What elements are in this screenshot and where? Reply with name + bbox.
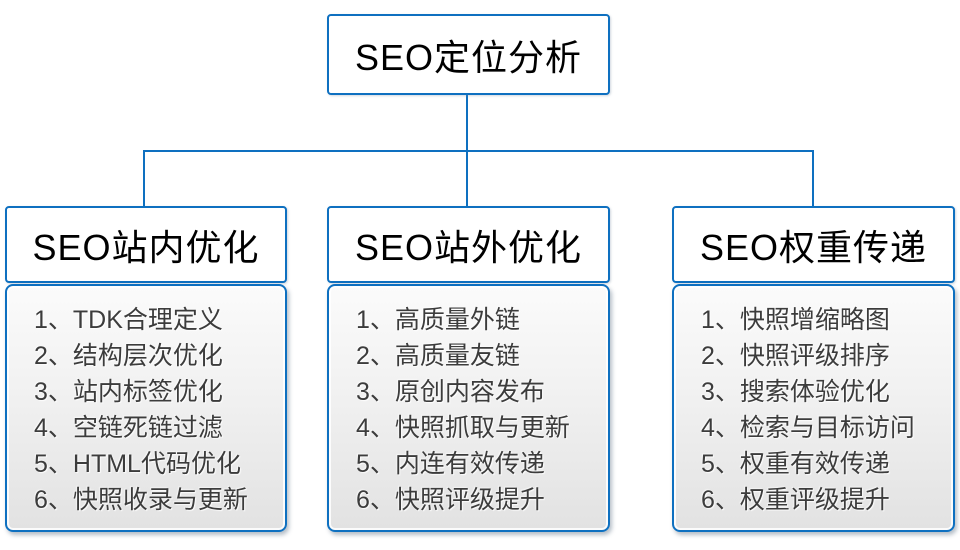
connector-drop-middle [466, 150, 468, 207]
list-item: 3、站内标签优化 [34, 378, 223, 406]
list-item: 5、权重有效传递 [701, 450, 890, 478]
list-item: 4、空链死链过滤 [34, 414, 223, 442]
list-item: 6、权重评级提升 [701, 486, 890, 514]
list-item: 2、快照评级排序 [701, 342, 890, 370]
connector-horizontal [143, 150, 814, 152]
branch-header-offsite: SEO站外优化 [327, 206, 610, 283]
branch-header-offsite-label: SEO站外优化 [354, 226, 583, 268]
list-item: 1、TDK合理定义 [34, 306, 223, 334]
root-node-label: SEO定位分析 [354, 36, 583, 78]
list-item: 1、高质量外链 [356, 306, 520, 334]
list-item: 4、检索与目标访问 [701, 414, 915, 442]
connector-root-down [466, 95, 468, 152]
list-item: 2、高质量友链 [356, 342, 520, 370]
list-item: 2、结构层次优化 [34, 342, 223, 370]
branch-list-onsite: 1、TDK合理定义 2、结构层次优化 3、站内标签优化 4、空链死链过滤 5、H… [5, 284, 287, 532]
list-item: 3、搜索体验优化 [701, 378, 890, 406]
branch-header-onsite-label: SEO站内优化 [32, 226, 260, 268]
list-item: 5、HTML代码优化 [34, 450, 241, 478]
branch-header-weight-label: SEO权重传递 [699, 226, 928, 268]
list-item: 6、快照收录与更新 [34, 486, 248, 514]
list-item: 1、快照增缩略图 [701, 306, 890, 334]
root-node: SEO定位分析 [327, 14, 610, 95]
connector-drop-left [143, 150, 145, 207]
list-item: 4、快照抓取与更新 [356, 414, 570, 442]
branch-header-weight: SEO权重传递 [672, 206, 955, 283]
list-item: 6、快照评级提升 [356, 486, 545, 514]
list-item: 5、内连有效传递 [356, 450, 545, 478]
branch-list-offsite: 1、高质量外链 2、高质量友链 3、原创内容发布 4、快照抓取与更新 5、内连有… [327, 284, 610, 532]
list-item: 3、原创内容发布 [356, 378, 545, 406]
connector-drop-right [812, 150, 814, 207]
branch-header-onsite: SEO站内优化 [5, 206, 287, 283]
branch-list-weight: 1、快照增缩略图 2、快照评级排序 3、搜索体验优化 4、检索与目标访问 5、权… [672, 284, 955, 532]
